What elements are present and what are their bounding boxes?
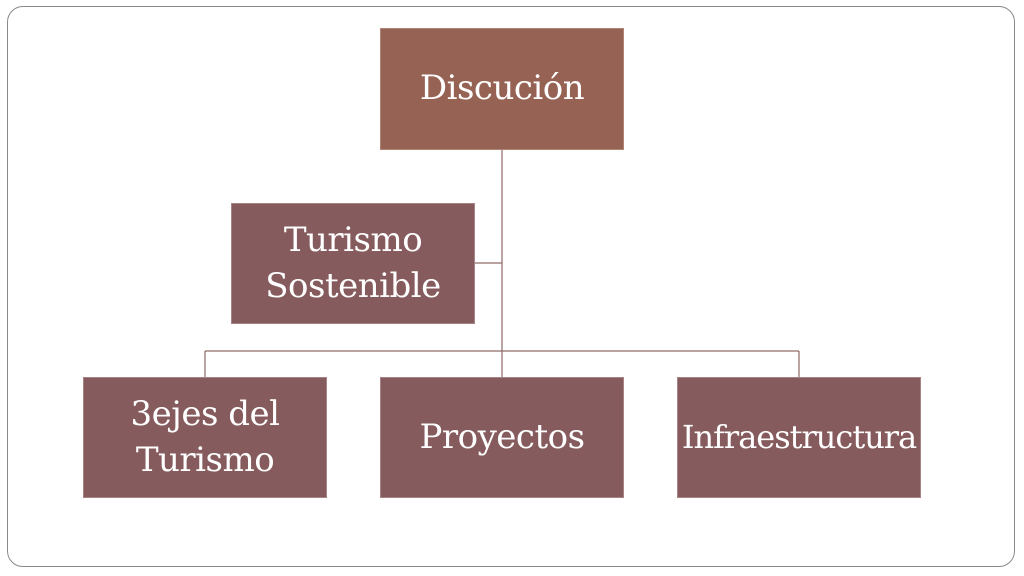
node-turismo-sostenible-label: Turismo Sostenible (265, 219, 441, 306)
node-3ejes-del-turismo-label: 3ejes del Turismo (130, 393, 280, 480)
node-discucion-label: Discución (419, 68, 585, 109)
node-turismo-sostenible: Turismo Sostenible (231, 203, 475, 324)
node-3ejes-del-turismo: 3ejes del Turismo (83, 377, 327, 498)
node-infraestructura: Infraestructura (677, 377, 921, 498)
node-infraestructura-label: Infraestructura (681, 417, 917, 456)
node-proyectos: Proyectos (380, 377, 624, 498)
node-discucion: Discución (380, 28, 624, 150)
node-proyectos-label: Proyectos (419, 416, 585, 457)
